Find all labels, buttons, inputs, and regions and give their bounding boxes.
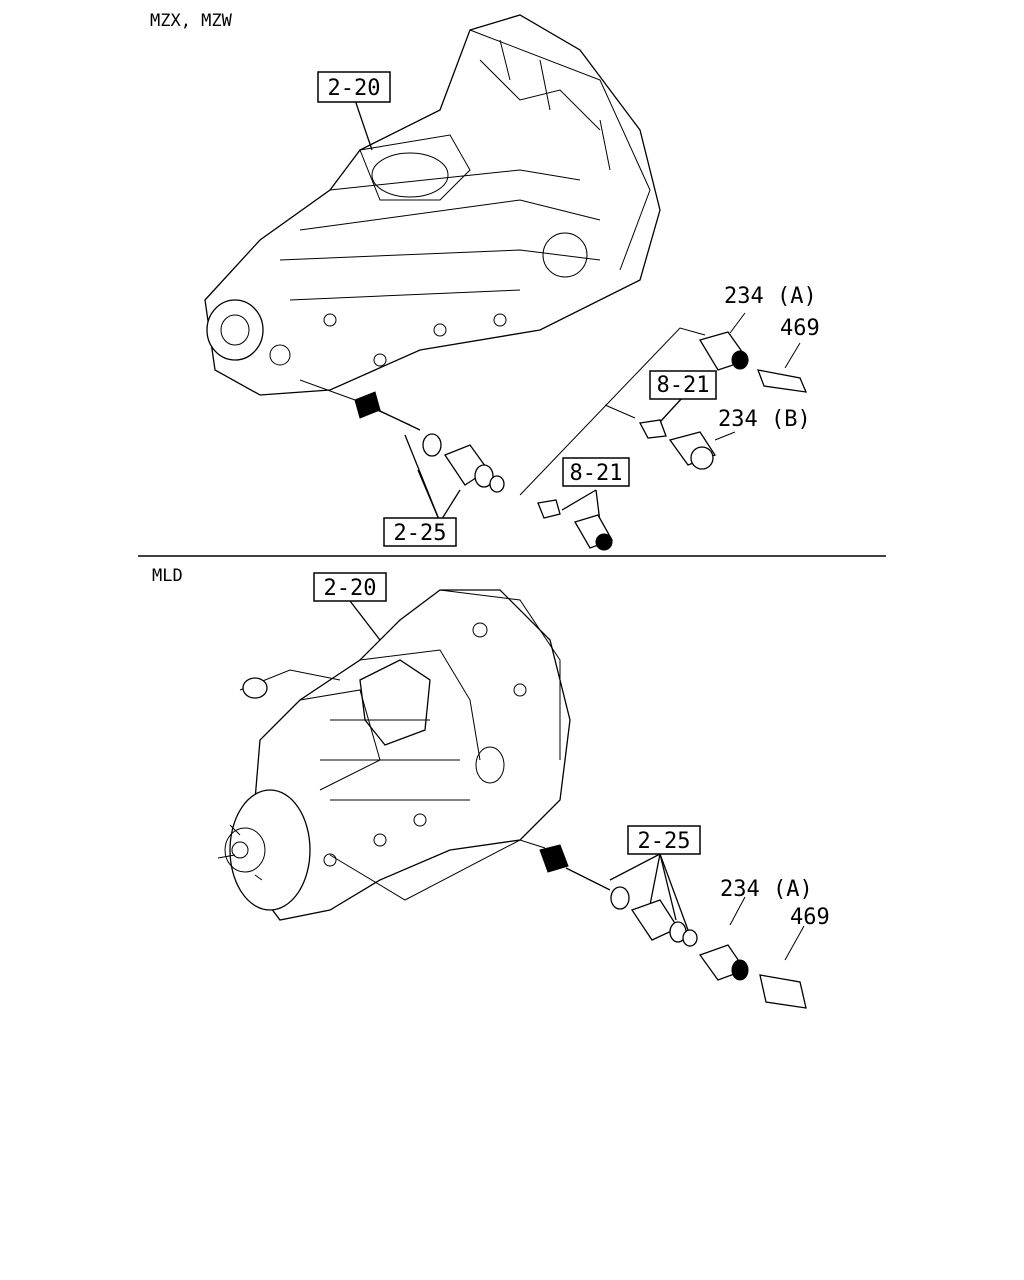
ref-label: 8-21 bbox=[657, 373, 710, 398]
variant-label: MLD bbox=[152, 566, 183, 586]
variant-label: MZX, MZW bbox=[150, 11, 233, 31]
ref-label: 2-25 bbox=[394, 521, 447, 546]
part-number: 234 (A) bbox=[720, 877, 813, 902]
part-number: 234 (B) bbox=[718, 407, 811, 432]
ref-2-20-box: 2-20 bbox=[317, 71, 391, 103]
part-number: 469 bbox=[790, 905, 830, 930]
transmission-illustration bbox=[204, 14, 661, 396]
ref-2-20-box: 2-20 bbox=[313, 572, 387, 602]
ref-8-21-box: 8-21 bbox=[649, 370, 717, 400]
transmission-illustration bbox=[217, 589, 571, 921]
ref-label: 8-21 bbox=[570, 461, 623, 486]
ref-2-25-box: 2-25 bbox=[383, 517, 457, 547]
part-number: 469 bbox=[780, 316, 820, 341]
ref-8-21-box: 8-21 bbox=[562, 457, 630, 487]
section-mzx-mzw: MZX, MZW bbox=[150, 11, 820, 551]
section-mld: MLD bbox=[152, 566, 830, 1009]
ref-label: 2-25 bbox=[638, 829, 691, 854]
part-number: 234 (A) bbox=[724, 284, 817, 309]
speed-sensor-parts bbox=[354, 331, 808, 551]
ref-label: 2-20 bbox=[324, 576, 377, 601]
ref-label: 2-20 bbox=[328, 76, 381, 101]
ref-2-25-box: 2-25 bbox=[627, 825, 701, 855]
speed-sensor-parts bbox=[539, 844, 807, 1009]
